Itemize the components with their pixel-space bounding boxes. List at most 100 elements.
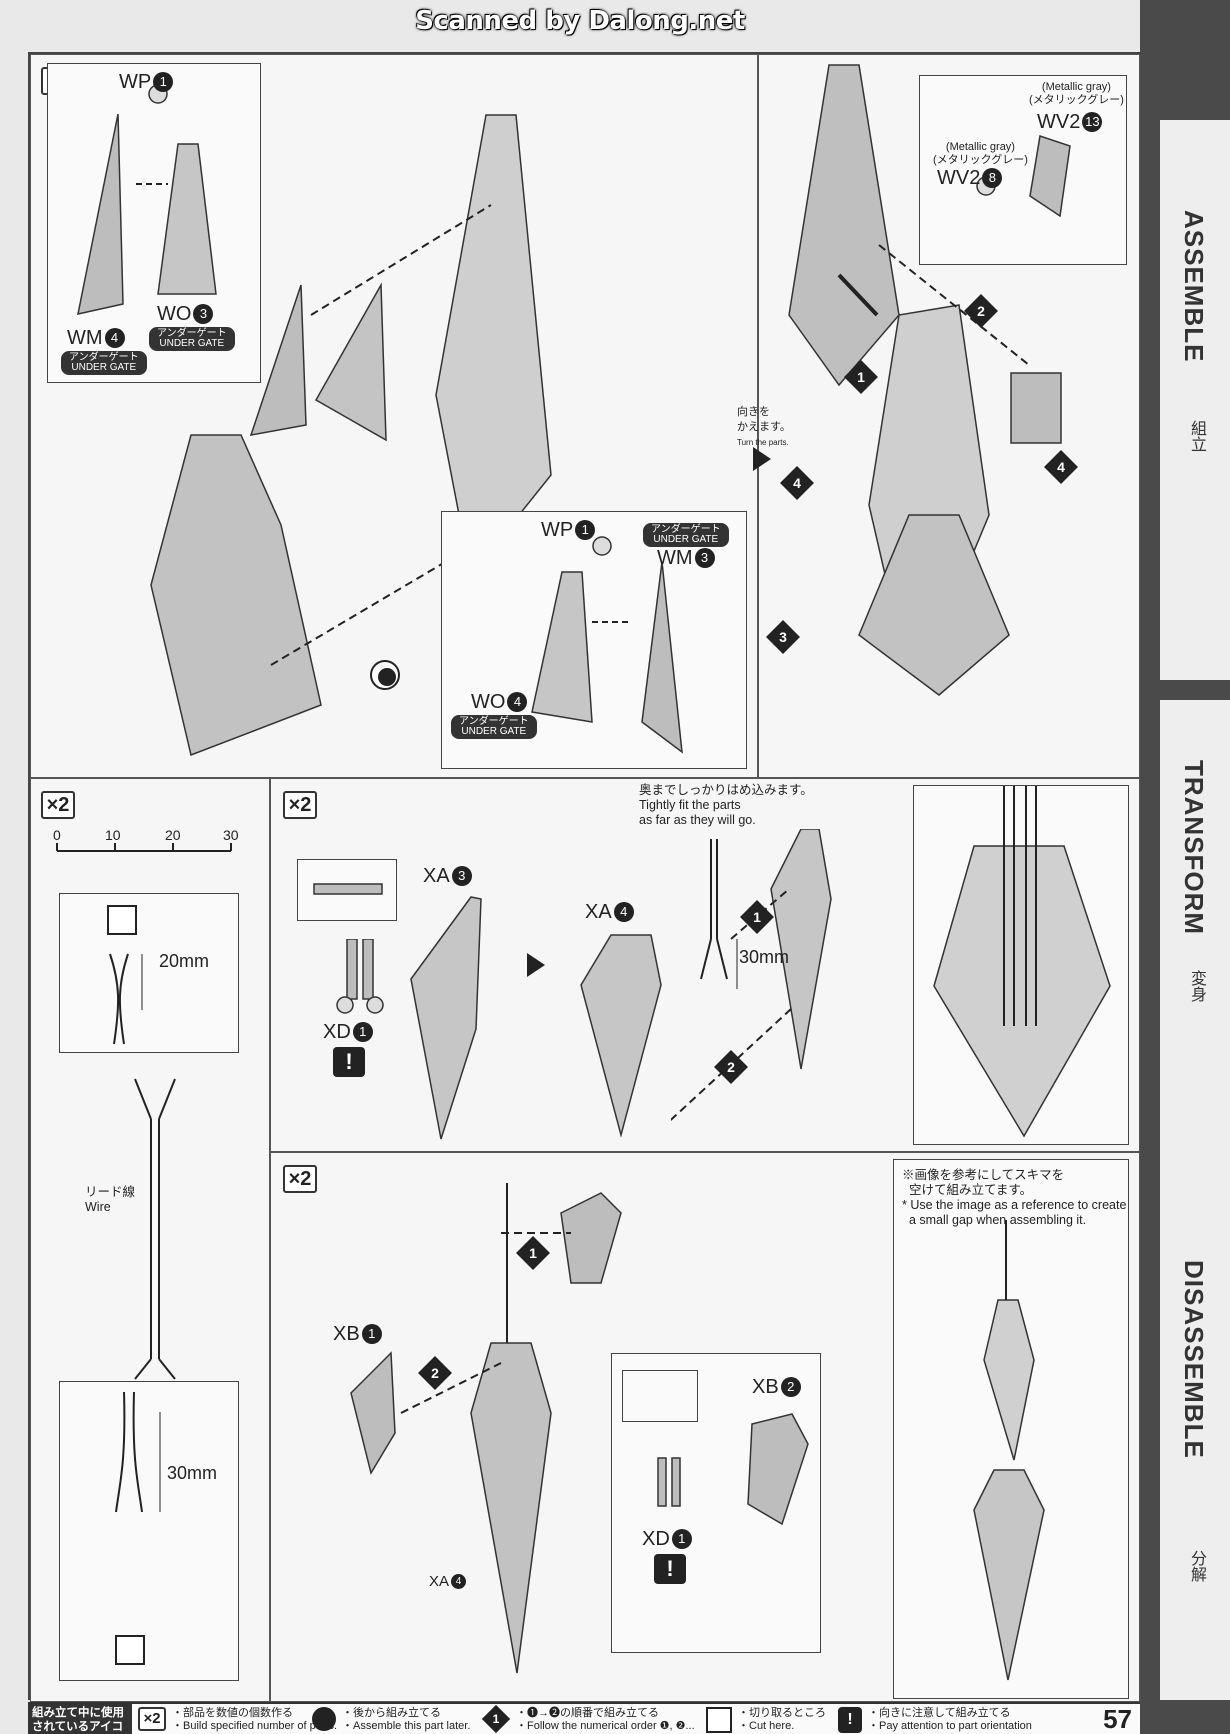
cut-icon [706, 1707, 732, 1733]
assemble-drawing-right [788, 64, 1062, 696]
inset-drawing [77, 84, 217, 315]
qty-badge: ×2 [283, 791, 317, 819]
step-4-marker: 4 [1044, 450, 1078, 484]
order-icon: 1 [481, 1704, 511, 1734]
page-number: 57 [1103, 1704, 1132, 1734]
qty-badge: ×2 [283, 1165, 317, 1193]
inset-drawing [115, 1391, 161, 1665]
qty-badge: ×2 [41, 791, 75, 819]
inset-xd-gate [297, 859, 397, 921]
legend-item-order: 1 ・❶→❷の順番で組み立てる・Follow the numerical ord… [478, 1704, 698, 1734]
attention-icon: ! [333, 1047, 365, 1077]
inset-wire-20 [59, 893, 239, 1053]
inset-wv2 [919, 75, 1127, 265]
disassemble-label: DISASSEMBLE [1179, 1260, 1209, 1459]
attention-icon: ! [838, 1707, 862, 1733]
xd1-part [336, 939, 384, 1014]
next-arrow [753, 447, 771, 471]
inset-drawing [973, 1220, 1045, 1681]
step-4-marker: 4 [780, 466, 814, 500]
gap-note: ※画像を参考にしてスキマを 空けて組み立てます。* Use the image … [902, 1168, 1127, 1227]
ruler-tick: 10 [105, 827, 121, 843]
assemble-tab[interactable]: ASSEMBLE 組立 [1160, 120, 1230, 680]
ruler-tick: 20 [165, 827, 181, 843]
step-2-marker: 2 [714, 1050, 748, 1084]
legend-title: 組み立て中に使用されているアイコン [28, 1704, 132, 1734]
step-1-marker: 1 [740, 900, 774, 934]
step-2-marker: 2 [418, 1356, 452, 1390]
assemble-drawing-left [150, 114, 552, 757]
ruler [56, 843, 232, 852]
metallic-gray-note-8: (Metallic gray)(メタリックグレー) [933, 141, 1028, 166]
wire-drawing [134, 1078, 176, 1380]
xa4-part [580, 934, 662, 1138]
inset-drawing [933, 786, 1111, 1138]
watermark: Scanned by Dalong.net [415, 6, 745, 36]
legend-item-cut: ・切り取るところ・Cut here. [704, 1704, 834, 1734]
step-2-marker: 2 [964, 294, 998, 328]
dim-30mm: 30mm [167, 1463, 218, 1483]
icon-legend: 組み立て中に使用されているアイコン ×2 ・部品を数値の個数作る・Build s… [28, 1702, 1140, 1734]
inset-drawing [531, 536, 683, 754]
inset-gap-reference: ※画像を参考にしてスキマを 空けて組み立てます。* Use the image … [893, 1159, 1129, 1699]
disassemble-label-jp: 分解 [1188, 1550, 1205, 1582]
inset-xd-gate [622, 1370, 698, 1422]
assemble-label-jp: 組立 [1188, 420, 1205, 452]
later-icon [312, 1707, 336, 1731]
dim-30mm: 30mm [739, 947, 790, 967]
ruler-tick: 30 [223, 827, 239, 843]
step-3-marker: 3 [766, 620, 800, 654]
assembly-drawing [671, 829, 832, 1122]
xb-assembly-drawing [350, 1183, 622, 1674]
assemble-label: ASSEMBLE [1179, 210, 1209, 363]
qty-icon: ×2 [138, 1707, 166, 1731]
next-arrow [527, 953, 545, 977]
attention-icon: ! [654, 1554, 686, 1584]
legend-item-qty: ×2 ・部品を数値の個数作る・Build specified number of… [136, 1704, 337, 1734]
inset-drawing [313, 883, 383, 895]
disassemble-tab[interactable]: DISASSEMBLE 分解 [1160, 1240, 1230, 1700]
inset-drawing [657, 1413, 809, 1526]
dim-20mm: 20mm [159, 951, 210, 971]
step-1-marker: 1 [516, 1236, 550, 1270]
panel-assemble-right: 向きをかえます。Turn the parts. (Metallic gray)(… [737, 54, 1140, 778]
turn-note: 向きをかえます。Turn the parts. [737, 406, 791, 447]
inset-fit-detail [913, 785, 1129, 1145]
inset-drawing [107, 905, 143, 1045]
transform-tab[interactable]: TRANSFORM 変身 [1160, 700, 1230, 1260]
step-1-marker: 1 [844, 360, 878, 394]
legend-item-later: ・後から組み立てる・Assemble this part later. [308, 1704, 478, 1734]
legend-item-orientation: ! ・向きに注意して組み立てる・Pay attention to part or… [836, 1704, 1036, 1734]
transform-label-jp: 変身 [1188, 970, 1205, 1002]
ruler-tick: 0 [53, 827, 61, 843]
metallic-gray-note-13: (Metallic gray)(メタリックグレー) [1029, 81, 1124, 106]
inset-wire-30 [59, 1381, 239, 1681]
transform-label: TRANSFORM [1179, 760, 1209, 936]
